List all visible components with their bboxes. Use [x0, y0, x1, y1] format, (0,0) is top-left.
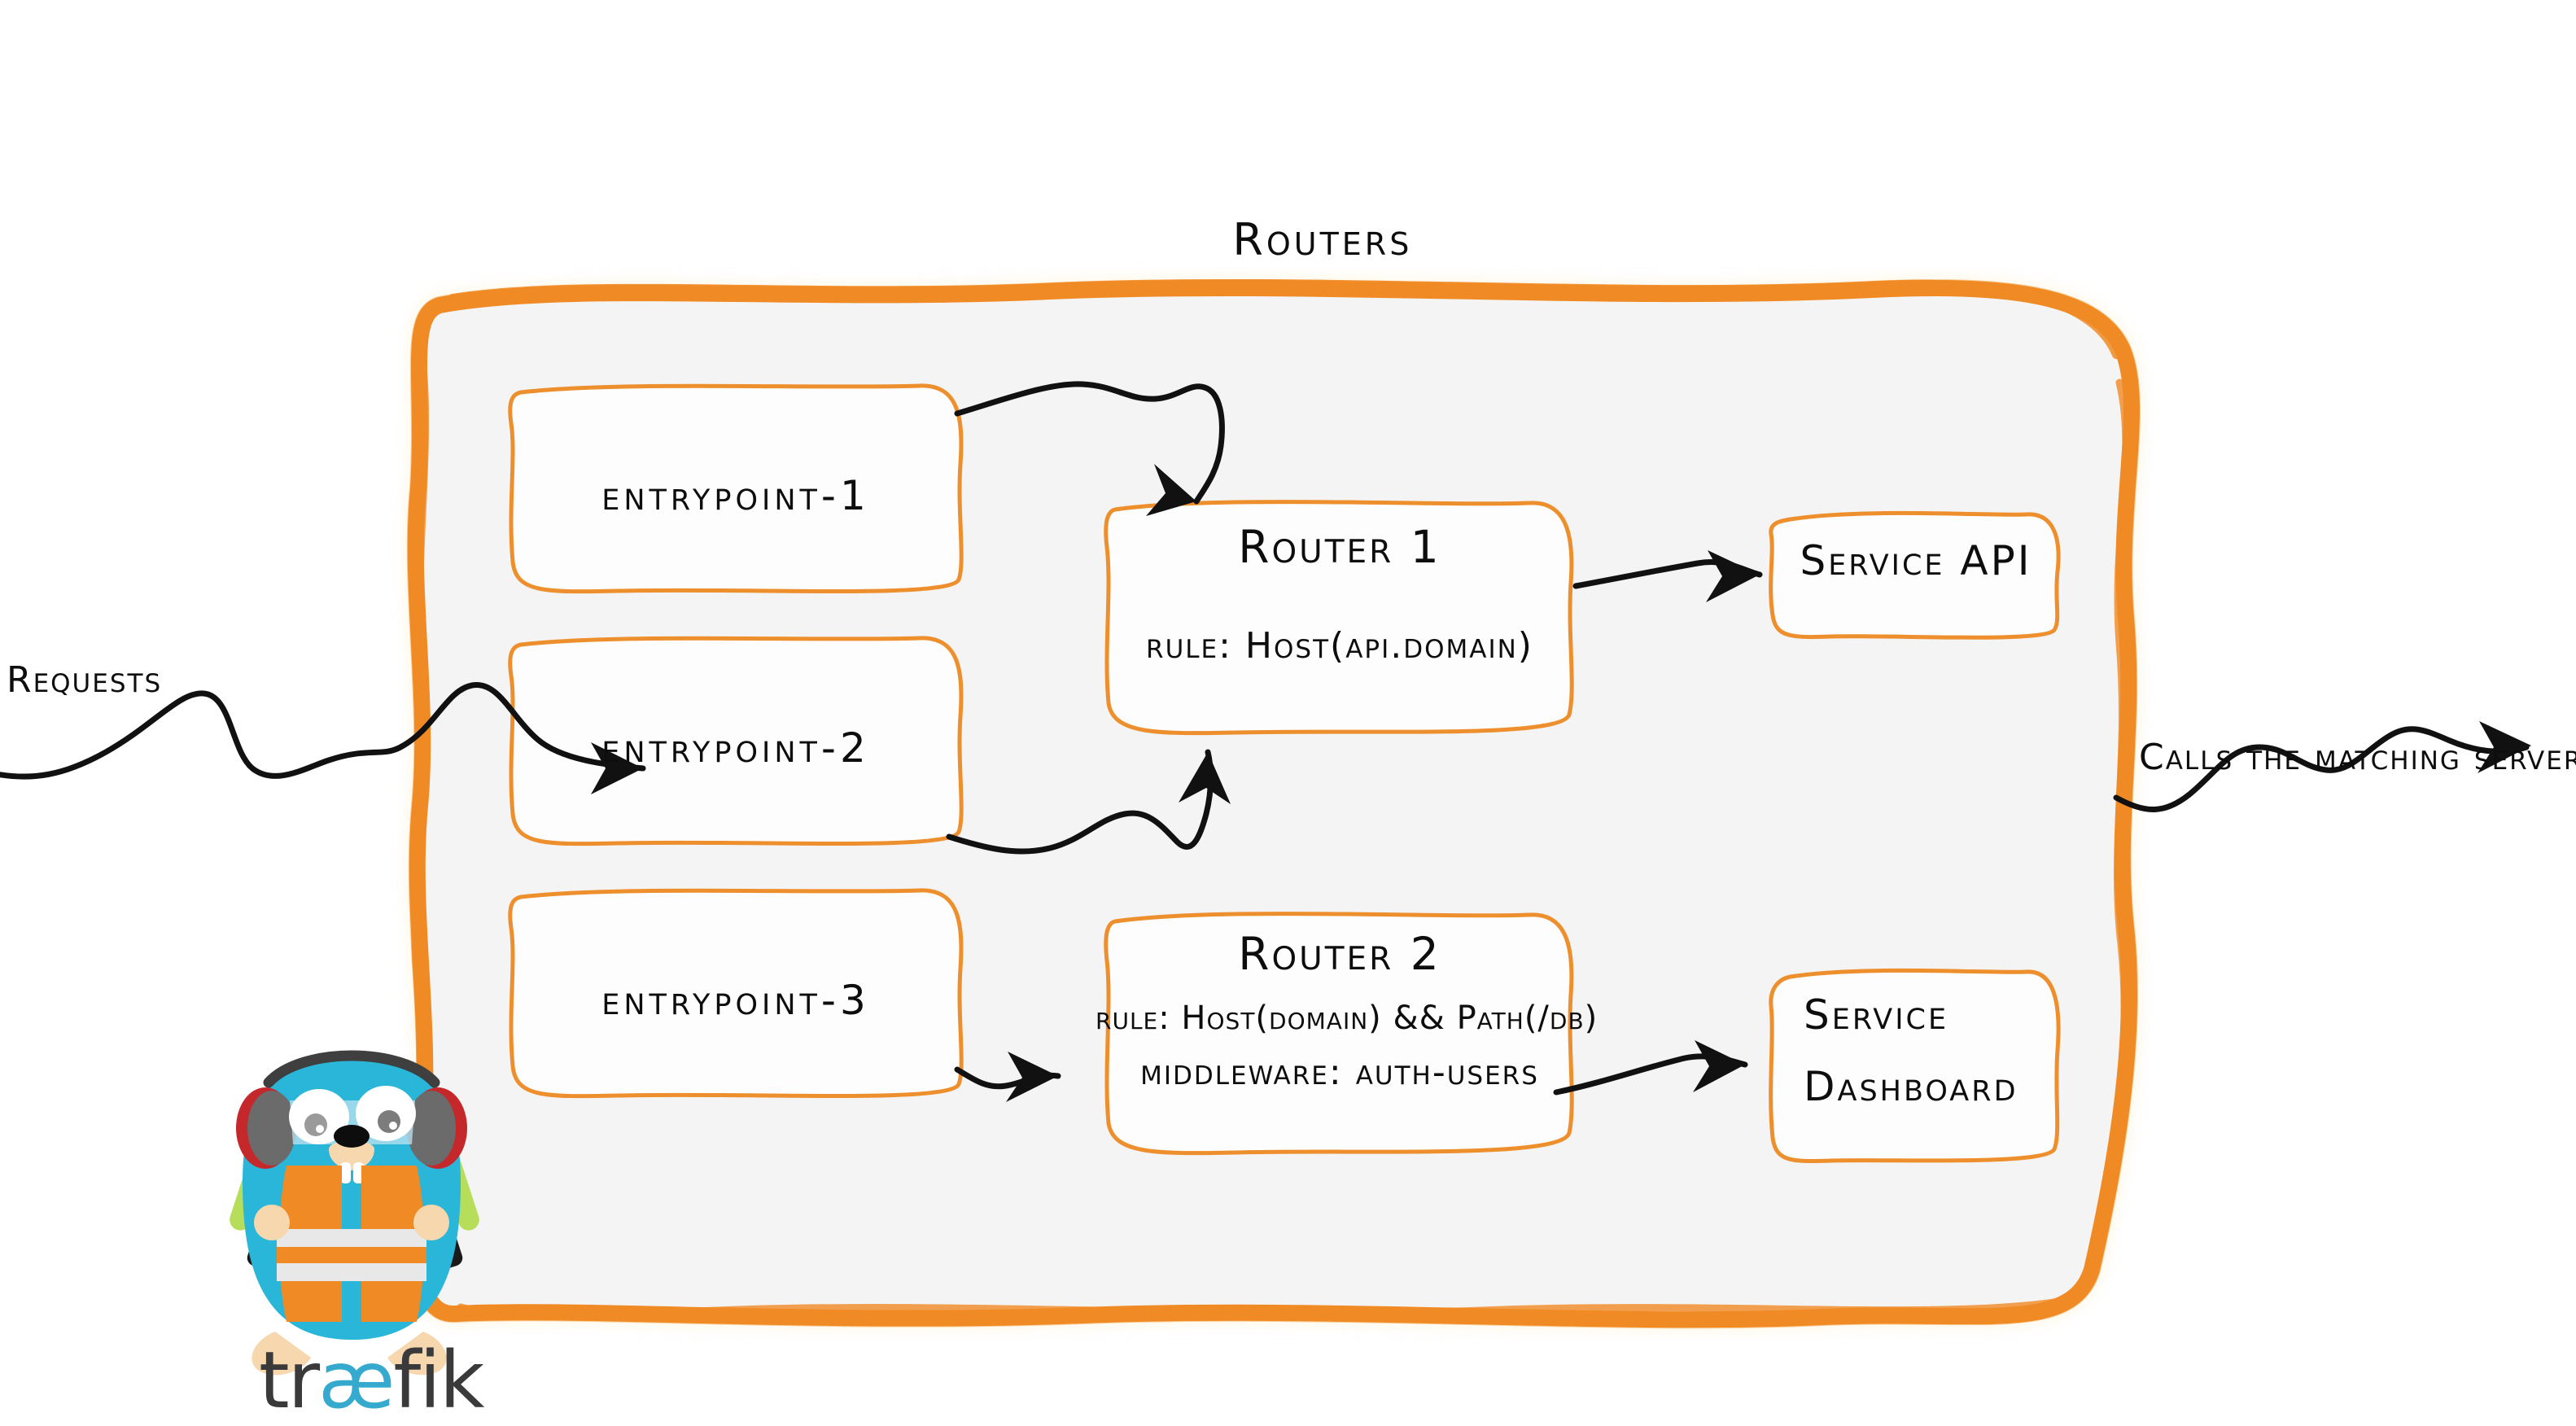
arrow-ep1-router1 — [954, 381, 1225, 505]
entrypoint-box-1 — [508, 383, 964, 594]
service-dashboard-label-line1: Service — [1804, 991, 1949, 1039]
router-box-2 — [1104, 912, 1574, 1156]
service-api-label: Service API — [1800, 537, 2032, 584]
router-2-middleware: middleware: auth-users — [1140, 1052, 1539, 1093]
router-1-rule: rule: Host(api.domain) — [1146, 625, 1533, 667]
calls-server-label: Calls the matching server — [2139, 737, 2576, 778]
gopher-nose — [334, 1125, 370, 1148]
flow-arrows — [0, 381, 2531, 1102]
entrypoint-box-2 — [508, 636, 964, 846]
arrow-calls-server — [2113, 726, 2530, 812]
entrypoint-label-2: entrypoint-2 — [601, 724, 870, 772]
page-title: Routers — [0, 163, 2576, 317]
gopher-tooth-right — [353, 1162, 364, 1183]
entrypoint-label-3: entrypoint-3 — [601, 977, 870, 1024]
page-title-text: Routers — [1232, 214, 1413, 265]
entrypoint-box-3 — [508, 888, 964, 1099]
headphone-band — [263, 1050, 440, 1088]
router-2-rule: rule: Host(domain) && Path(/db) — [1096, 1000, 1599, 1037]
ear-defender-left — [236, 1087, 296, 1169]
service-box-api — [1769, 510, 2061, 640]
wordmark-part-1: tr — [259, 1335, 320, 1426]
requests-label: Requests — [7, 659, 163, 701]
entrypoint-label-1: entrypoint-1 — [601, 472, 870, 519]
gopher-foot-left — [251, 1332, 311, 1376]
service-dashboard-label-line2: Dashboard — [1804, 1063, 2018, 1110]
wordmark-part-2: fik — [393, 1335, 484, 1426]
gopher-foot-right — [387, 1332, 447, 1376]
wordmark-ligature: æ — [318, 1335, 395, 1426]
vest-stripe-1 — [277, 1229, 426, 1247]
traefik-gopher-mascot — [230, 1050, 479, 1376]
gopher-hand-right — [413, 1205, 449, 1240]
router-1-title: Router 1 — [1238, 521, 1441, 573]
router-box-1 — [1104, 500, 1574, 736]
gopher-muzzle — [329, 1140, 374, 1170]
service-box-dashboard — [1769, 968, 2061, 1164]
gopher-tooth-left — [340, 1162, 351, 1183]
gopher-hand-left — [254, 1205, 290, 1240]
router-2-title: Router 2 — [1238, 928, 1441, 980]
arrow-ep2-router1 — [946, 749, 1214, 855]
vest-stripe-2 — [277, 1263, 426, 1281]
arrow-requests — [0, 682, 646, 780]
ear-defender-right — [407, 1087, 467, 1169]
traefik-wordmark: træfik — [259, 1335, 484, 1426]
panel-border — [407, 278, 2140, 1328]
